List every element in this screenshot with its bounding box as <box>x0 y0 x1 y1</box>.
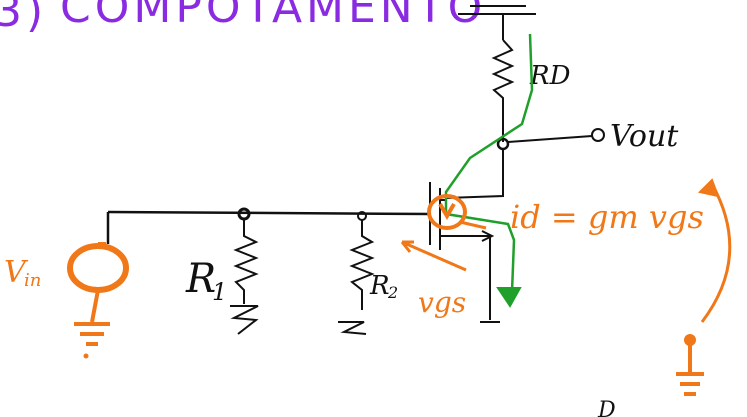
vout-label: Vout <box>610 119 679 154</box>
vgs-label: vgs <box>418 286 466 319</box>
r2-sub: 2 <box>387 283 398 302</box>
output-arrow <box>700 183 732 323</box>
vdd-rail <box>458 5 536 40</box>
vout-wire <box>507 135 593 143</box>
r1-sub: 1 <box>212 278 227 306</box>
id-equation: id = gm vgs <box>510 198 704 236</box>
r2-label: R <box>369 271 390 301</box>
title-prefix: 3) <box>0 0 47 37</box>
vin-sub: in <box>24 270 41 291</box>
rd-label: RD <box>529 61 571 91</box>
vgs-arrow <box>400 240 467 272</box>
vin-source <box>67 242 129 359</box>
id-current-arrow <box>496 287 522 308</box>
r1-resistor <box>233 219 259 304</box>
output-arrowhead <box>698 178 720 198</box>
r2-ground <box>338 321 367 335</box>
r1-ground <box>230 305 259 335</box>
gm-source-symbol <box>427 194 487 230</box>
title-fragment: COMPOTAMENTO <box>60 0 486 33</box>
output-ground <box>676 334 704 396</box>
bottom-right-mark: D <box>597 398 616 417</box>
r2-resistor <box>349 220 375 310</box>
drain-wire <box>444 148 504 199</box>
r1-label: R <box>185 256 216 302</box>
gate-wire <box>107 210 431 216</box>
id-current-path <box>444 33 534 293</box>
vout-terminal <box>591 128 605 142</box>
vin-label: V <box>4 255 29 290</box>
rd-resistor <box>491 39 515 142</box>
